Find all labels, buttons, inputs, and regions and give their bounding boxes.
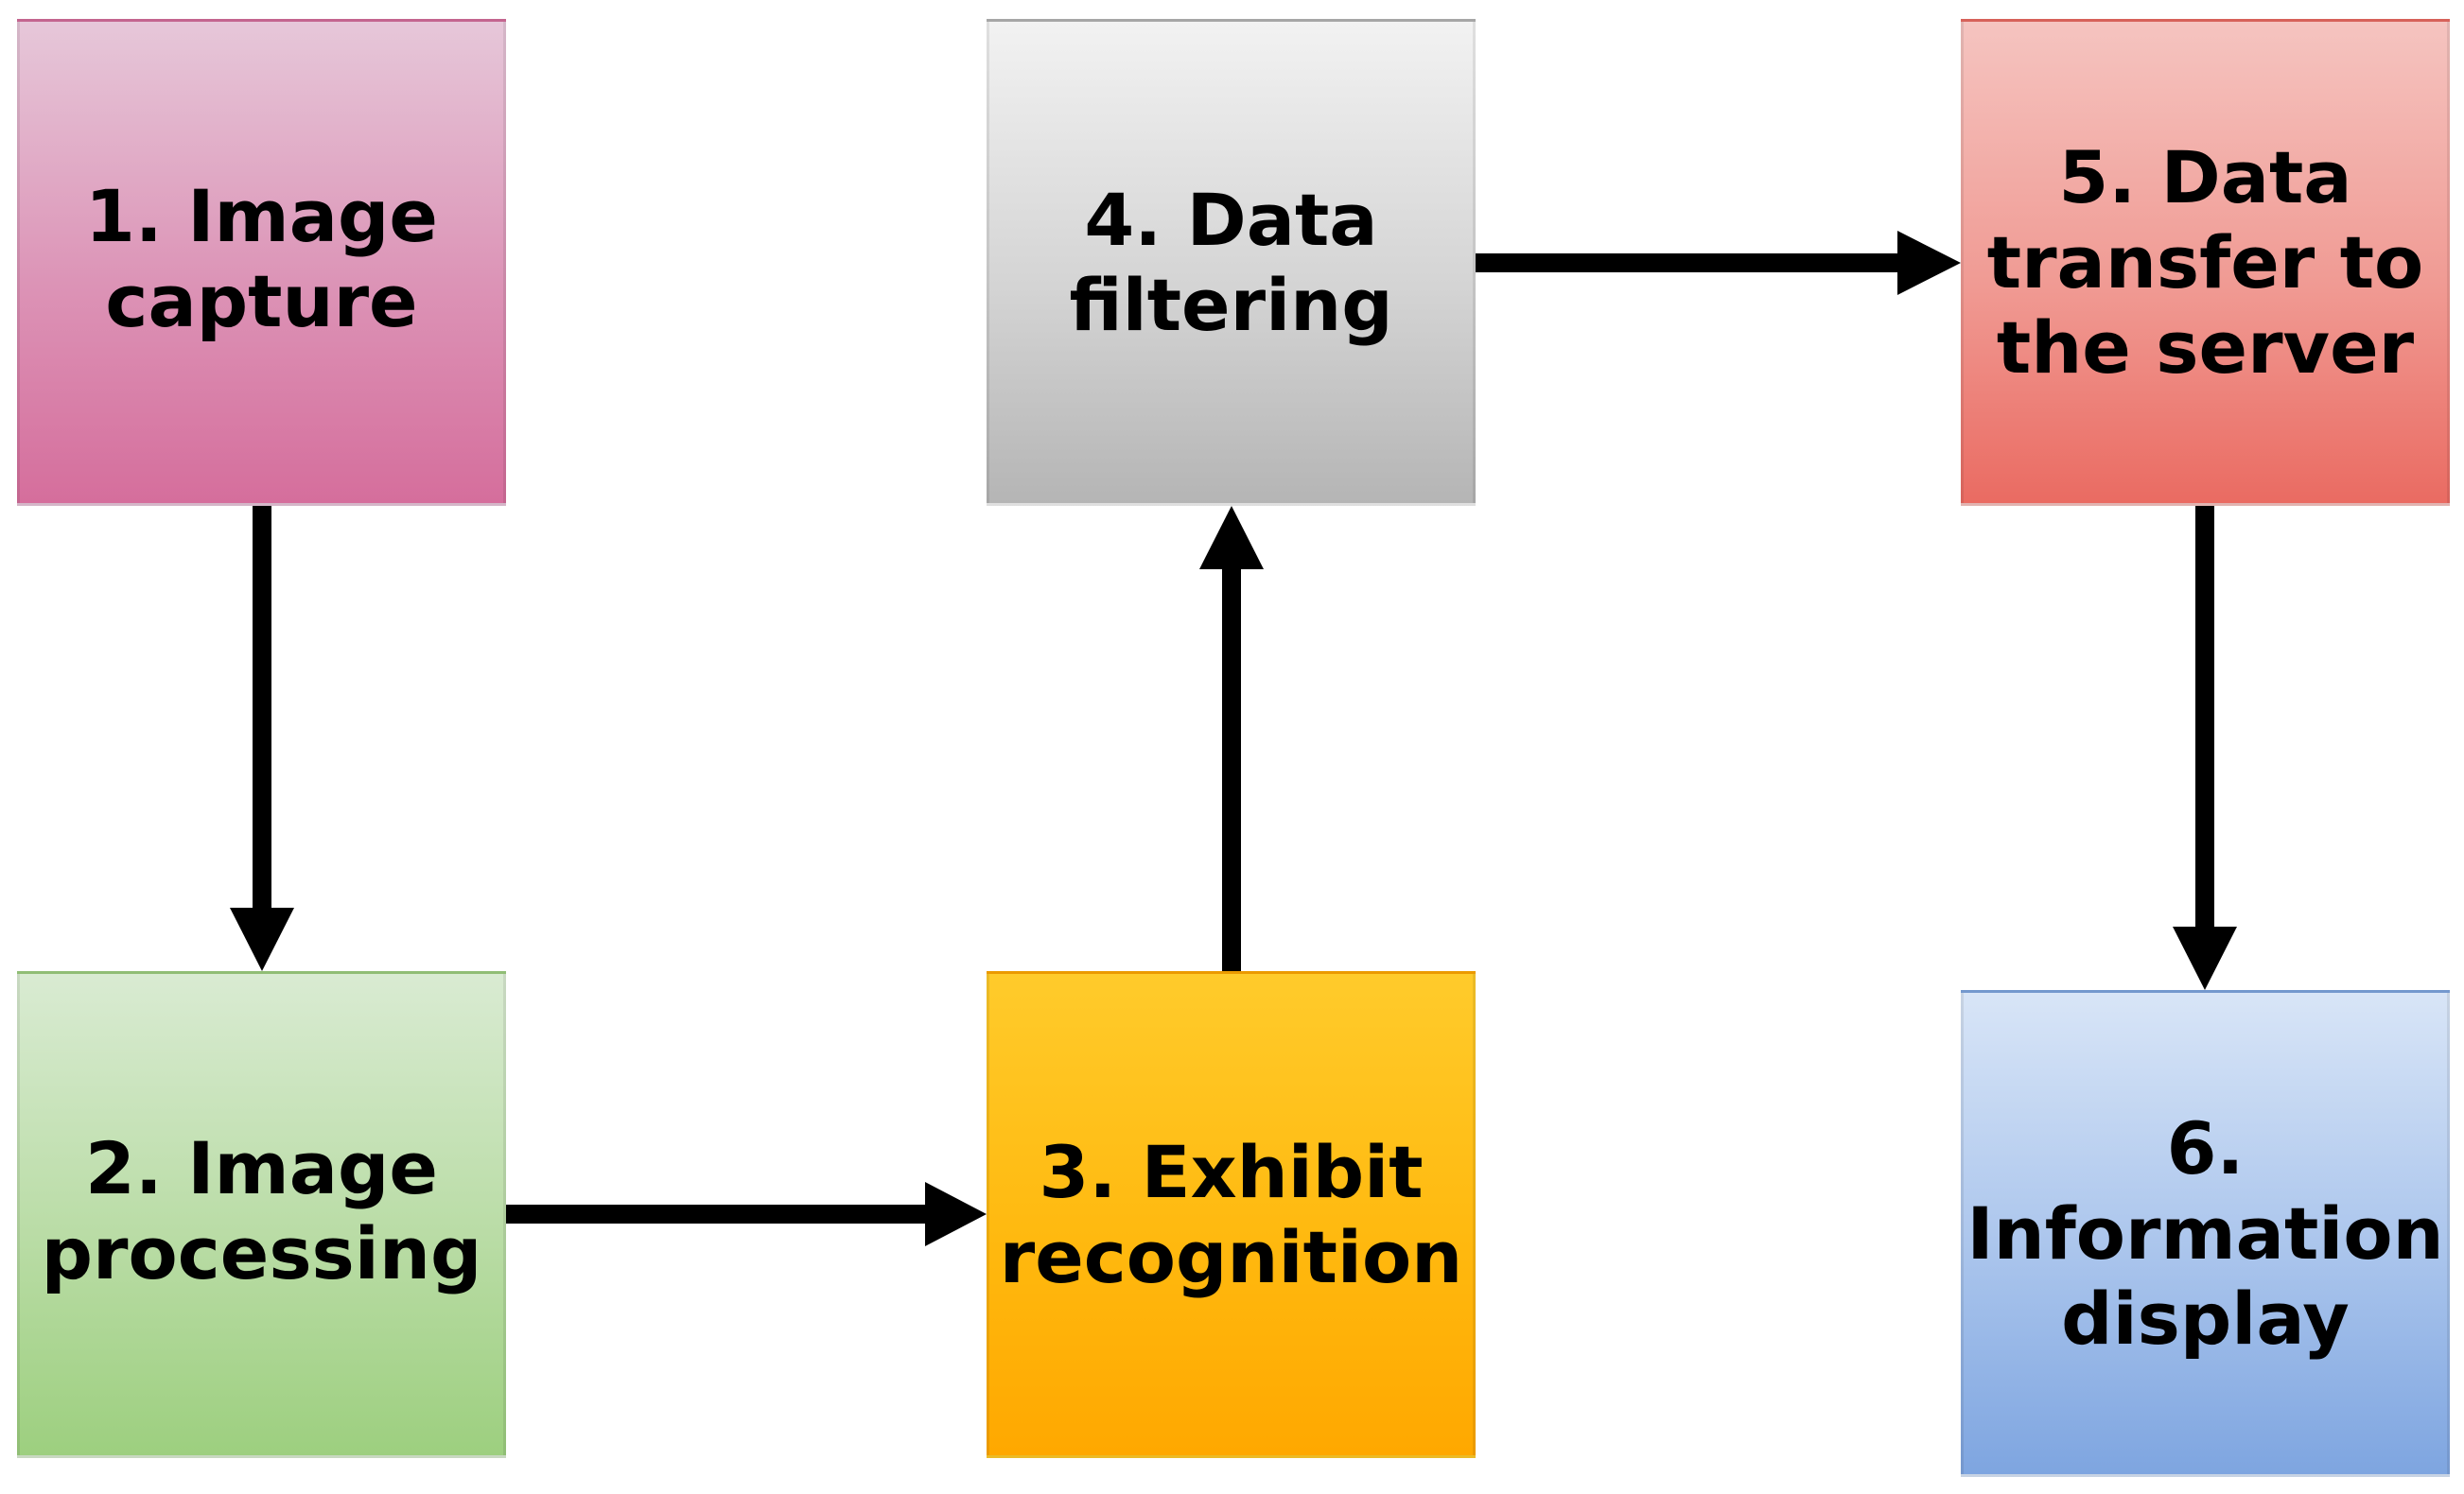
step-3-label: 3. Exhibit recognition: [999, 1129, 1463, 1299]
step-5-label: 5. Data transfer to the server: [1986, 134, 2424, 390]
step-4-data-filtering: 4. Data filtering: [987, 19, 1476, 506]
arrow-step5-to-step6: [2173, 506, 2237, 990]
step-1-image-capture: 1. Image capture: [17, 19, 506, 506]
step-1-label: 1. Image capture: [85, 173, 438, 343]
arrow-step4-to-step5: [1476, 231, 1961, 295]
step-6-label: 6. Information display: [1966, 1105, 2444, 1361]
arrow-step3-to-step4: [1199, 506, 1264, 971]
step-6-information-display: 6. Information display: [1961, 990, 2450, 1477]
step-2-image-processing: 2. Image processing: [17, 971, 506, 1458]
step-5-data-transfer: 5. Data transfer to the server: [1961, 19, 2450, 506]
step-2-label: 2. Image processing: [41, 1125, 482, 1295]
arrow-step2-to-step3: [506, 1182, 987, 1246]
step-3-exhibit-recognition: 3. Exhibit recognition: [987, 971, 1476, 1458]
step-4-label: 4. Data filtering: [1069, 177, 1393, 347]
arrow-step1-to-step2: [230, 506, 294, 971]
